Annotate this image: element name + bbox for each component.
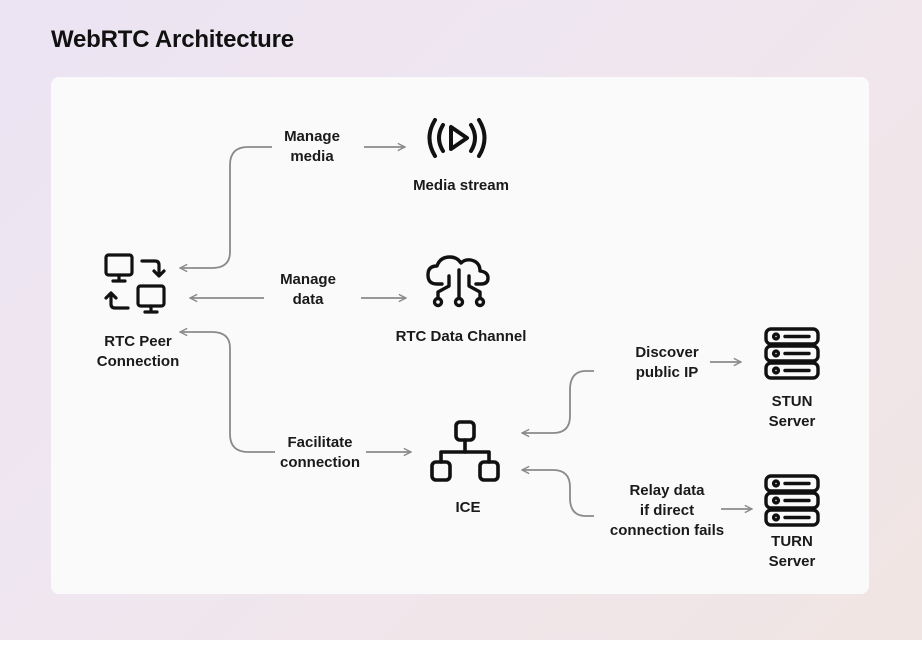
page-title: WebRTC Architecture [51,26,294,53]
server-stack-icon [764,327,820,380]
relay-data-label: Relay data if direct connection fails [609,482,725,539]
cloud-network-icon [426,255,490,308]
server-stack-icon [764,474,820,527]
stun-server-label: STUN Server [768,393,816,430]
media-stream-label: Media stream [413,177,509,194]
manage-data-label: Manage data [280,271,336,308]
peer-connection-label: RTC Peer Connection [96,333,180,370]
discover-public-ip-label: Discover public IP [635,344,699,381]
edge-peer-ice-curve [180,332,275,453]
facilitate-connection-label: Facilitate connection [279,434,360,471]
edge-ice-turn-curve [522,470,594,517]
broadcast-play-icon [427,118,487,158]
ice-label: ICE [455,499,481,516]
edge-ice-stun-curve [522,370,594,433]
bottom-strip [0,640,922,647]
turn-server-label: TURN Server [768,533,816,570]
edge-peer-media-curve [180,146,272,268]
data-channel-label: RTC Data Channel [395,328,527,345]
computers-sync-icon [104,253,166,314]
manage-media-label: Manage media [284,128,340,165]
hierarchy-icon [430,420,500,482]
